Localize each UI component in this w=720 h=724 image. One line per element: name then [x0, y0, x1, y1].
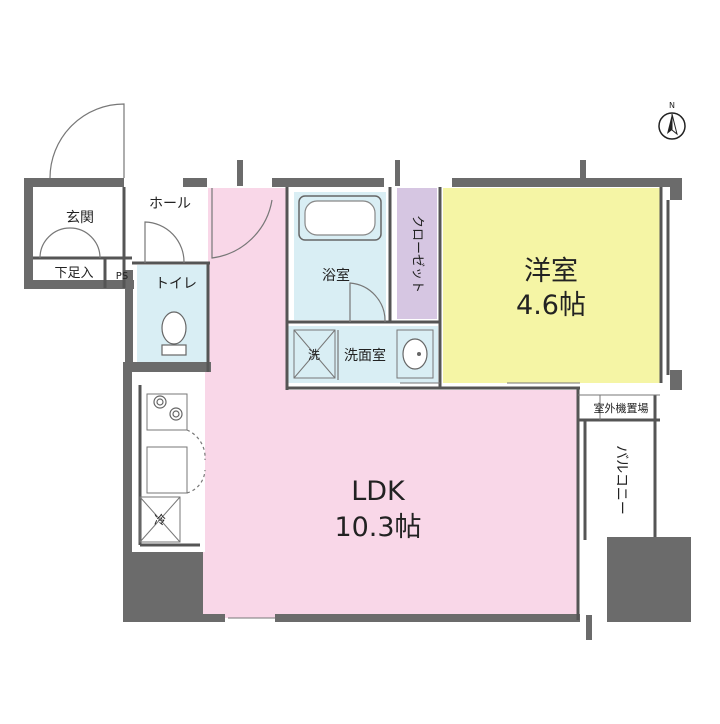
compass-icon — [658, 112, 686, 140]
washer-mark: 洗 — [308, 348, 320, 362]
ldk-area — [203, 188, 578, 618]
doors — [39, 103, 386, 494]
toilet-fixture — [161, 311, 187, 356]
compass: N — [658, 101, 686, 140]
toilet-label: トイレ — [155, 276, 197, 292]
thin-lines — [139, 329, 660, 619]
stove — [153, 395, 183, 421]
toilet-door — [144, 221, 185, 264]
ldk-name: LDK — [351, 476, 406, 507]
entrance-door — [49, 103, 125, 179]
bath-label: 浴室 — [322, 267, 350, 284]
western-room-area — [443, 188, 661, 383]
outdoor-unit-label: 室外機置場 — [594, 401, 649, 415]
shoe-storage-label: 下足入 — [54, 266, 93, 281]
western-room-size: 4.6帖 — [516, 290, 586, 321]
bathtub — [298, 195, 382, 241]
partitions — [33, 187, 670, 620]
fridge-mark: 冷 — [154, 513, 166, 527]
column-bottom-right — [607, 537, 691, 622]
closet-area — [397, 188, 437, 319]
bath-door — [349, 282, 386, 323]
wash-basin — [402, 338, 428, 370]
ps-label: PS — [116, 271, 128, 282]
walls — [24, 160, 691, 640]
genkan-label: 玄関 — [66, 209, 94, 226]
room-fills — [137, 188, 661, 618]
column-bottom-left — [123, 552, 203, 622]
hall-label: ホール — [149, 196, 191, 212]
compass-north-label: N — [669, 101, 675, 110]
washroom-label: 洗面室 — [344, 347, 386, 364]
ldk-size: 10.3帖 — [334, 512, 421, 543]
balcony-label: バルコニー — [613, 445, 629, 515]
closet-label: クローゼット — [410, 215, 425, 293]
western-room-name: 洋室 — [524, 256, 578, 287]
ldk-door — [211, 188, 273, 259]
room-labels: 玄関 ホール 下足入 PS トイレ 浴室 クローゼット 洋室 4.6帖 洗 洗面… — [54, 196, 648, 543]
